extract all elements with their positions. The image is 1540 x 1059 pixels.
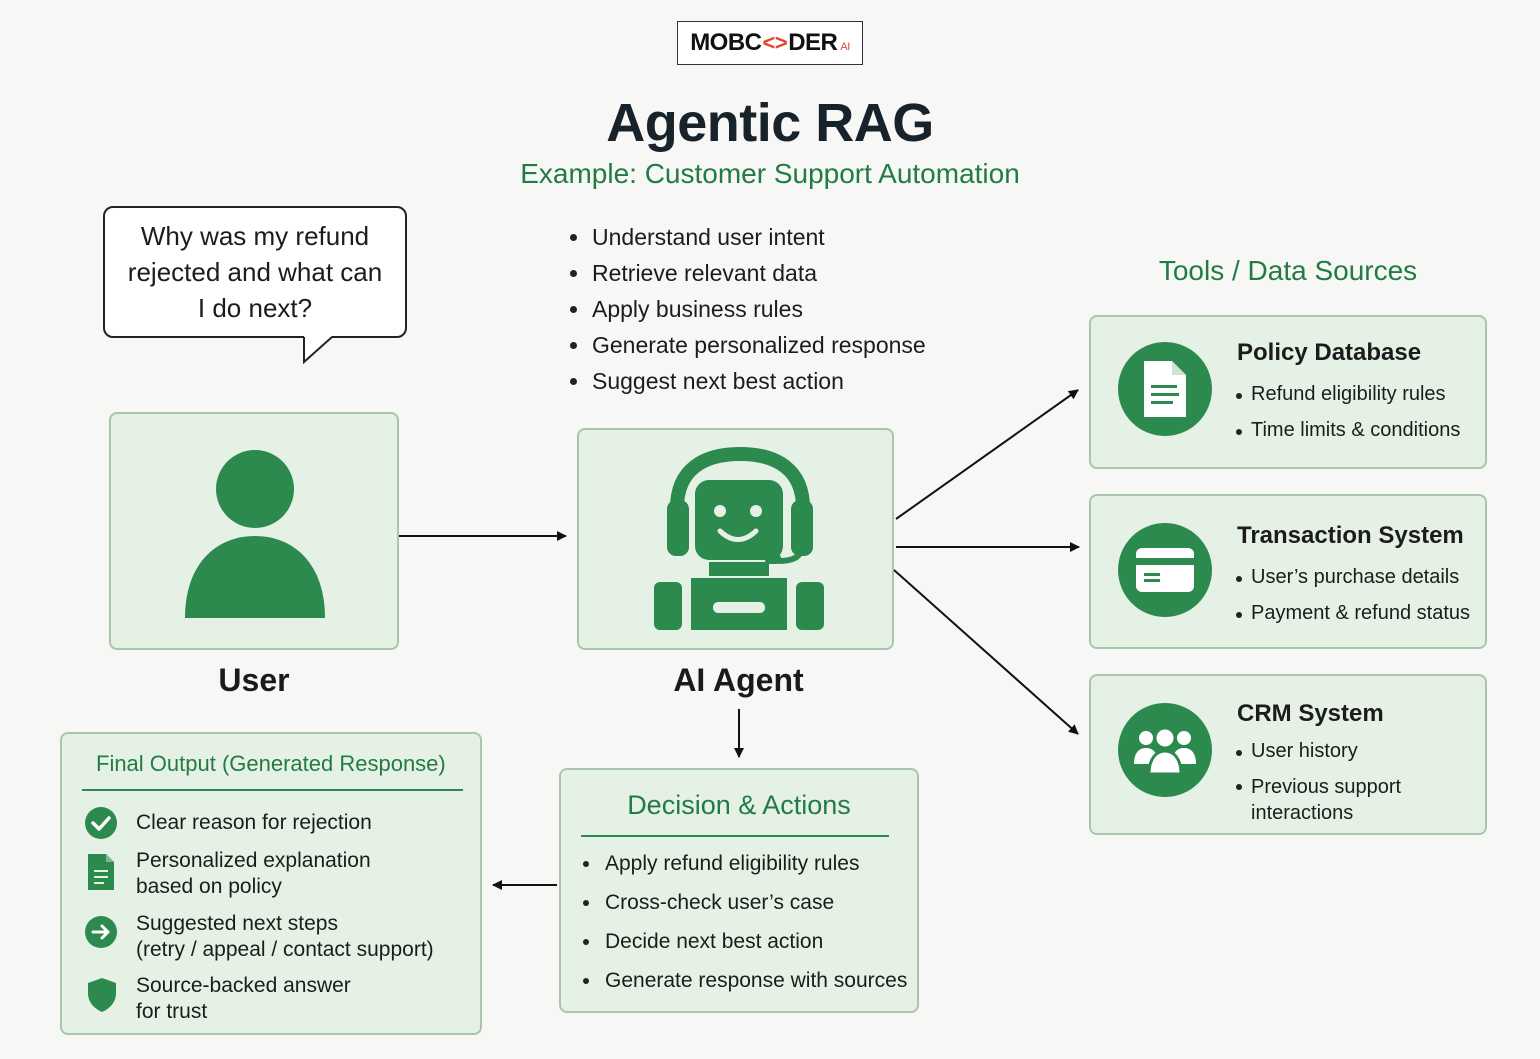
output-item-text: Suggested next steps (retry / appeal / c…	[136, 912, 434, 961]
check-circle-icon	[85, 807, 117, 839]
tool-name: CRM System	[1237, 700, 1384, 727]
document-icon	[1118, 342, 1212, 436]
output-item-text: Source-backed answer for trust	[136, 974, 351, 1023]
tool-bullet: User history	[1235, 740, 1401, 774]
user-icon	[185, 450, 325, 618]
decision-actions-card: Decision & Actions Apply refund eligibil…	[559, 768, 919, 1013]
document-icon	[88, 854, 114, 890]
user-label: User	[218, 662, 290, 698]
agent-step: Understand user intent	[568, 222, 926, 258]
page-subtitle: Example: Customer Support Automation	[520, 158, 1020, 189]
tool-card-transaction-system: Transaction System User’s purchase detai…	[1089, 494, 1487, 649]
credit-card-icon	[1118, 523, 1212, 617]
decision-item: Cross-check user’s case	[581, 888, 907, 927]
logo-suffix: AI	[840, 41, 850, 53]
tool-bullet: Payment & refund status	[1235, 602, 1470, 625]
tool-name: Policy Database	[1237, 339, 1422, 366]
divider	[82, 789, 463, 791]
agent-step: Generate personalized response	[568, 330, 926, 366]
shield-icon	[88, 978, 116, 1012]
decision-title: Decision & Actions	[627, 790, 851, 820]
tool-card-policy-database: Policy Database Refund eligibility rules…	[1089, 315, 1487, 469]
tool-bullet: Refund eligibility rules	[1235, 383, 1460, 419]
decision-item: Generate response with sources	[581, 966, 907, 1005]
final-output-card: Final Output (Generated Response) Clear …	[60, 732, 482, 1035]
output-item-text: Clear reason for rejection	[136, 811, 372, 834]
final-output-title: Final Output (Generated Response)	[96, 751, 446, 776]
arrow-agent-to-policy	[895, 389, 1079, 520]
logo-text-pre: MOBC	[690, 29, 762, 56]
agent-step: Retrieve relevant data	[568, 258, 926, 294]
tool-bullet: Previous support interactions	[1235, 774, 1401, 826]
tool-name: Transaction System	[1237, 522, 1464, 549]
tool-bullet: User’s purchase details	[1235, 566, 1470, 602]
tool-bullet: Time limits & conditions	[1235, 419, 1460, 442]
ai-agent-card	[577, 428, 894, 650]
ai-agent-label: AI Agent	[673, 662, 804, 698]
agent-step: Suggest next best action	[568, 366, 926, 402]
agent-steps-list: Understand user intent Retrieve relevant…	[568, 222, 926, 402]
user-card	[109, 412, 399, 650]
arrow-right-circle-icon	[85, 916, 117, 948]
decision-item: Apply refund eligibility rules	[581, 849, 907, 888]
tools-header: Tools / Data Sources	[1158, 255, 1418, 286]
logo-text-post: DER	[788, 29, 838, 56]
user-query-bubble: Why was my refund rejected and what can …	[103, 206, 407, 338]
page-title: Agentic RAG	[606, 93, 934, 153]
decision-item: Decide next best action	[581, 927, 907, 966]
robot-icon	[654, 446, 824, 630]
user-query-text: Why was my refund rejected and what can …	[127, 221, 383, 323]
logo-code-tag: <>	[762, 30, 788, 55]
output-item-text: Personalized explanation based on policy	[136, 849, 371, 898]
users-icon	[1118, 703, 1212, 797]
bubble-tail	[303, 336, 333, 365]
tool-card-crm-system: CRM System User history Previous support…	[1089, 674, 1487, 835]
divider	[581, 835, 889, 837]
agent-step: Apply business rules	[568, 294, 926, 330]
arrow-agent-to-crm	[893, 569, 1079, 735]
